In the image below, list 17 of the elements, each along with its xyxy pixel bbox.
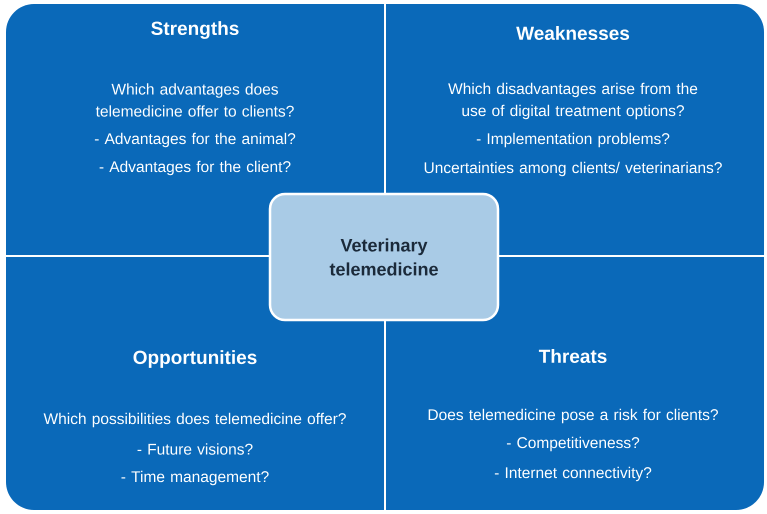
center-box: Veterinary telemedicine	[268, 192, 500, 322]
question-text: - Internet connectivity?	[494, 466, 652, 482]
question-text: Which advantages does telemedicine offer to clients?	[96, 83, 294, 117]
quadrant-heading: Opportunities	[134, 350, 257, 368]
question-text: - Competitiveness?	[506, 436, 640, 452]
question-text: - Future visions?	[138, 443, 253, 455]
question-text: - Implementation problems?	[476, 132, 670, 148]
question-text: Does telemedicine pose a risk for clients?	[428, 408, 718, 424]
question-text: - Advantages for the animal?	[94, 132, 296, 148]
question-text: Which disadvantages arise from the use of digital treatment options?	[448, 82, 698, 120]
quadrant-heading: Strengths	[151, 21, 239, 39]
quadrant-heading: Threats	[538, 349, 607, 363]
question-text: - Time management?	[121, 470, 269, 486]
question-text: Uncertainties among clients/ veterinarians?	[424, 162, 722, 176]
question-text: - Advantages for the client?	[100, 160, 290, 176]
quadrant-heading: Weaknesses	[516, 26, 630, 40]
question-text: Which possibilities does telemedicine offer?	[44, 412, 346, 428]
